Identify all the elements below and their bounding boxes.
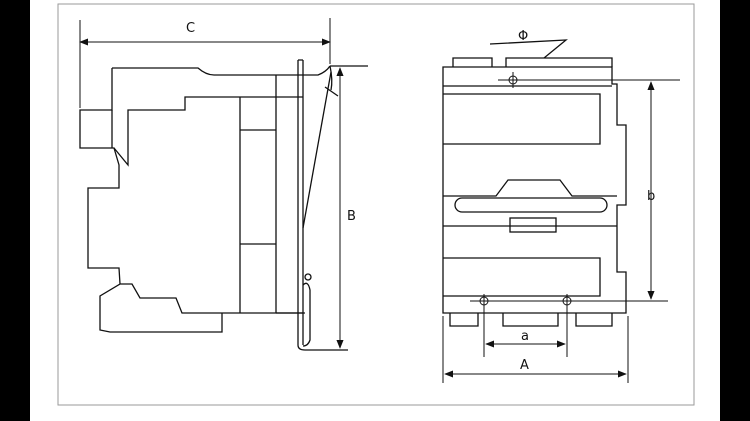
front-label-plate: [509, 217, 557, 233]
front-outline: [442, 66, 627, 314]
drawing-frame: C B b Φ: [30, 0, 720, 421]
front-view: [442, 39, 627, 327]
front-bands: [443, 85, 617, 297]
dim-b-front: [470, 79, 680, 302]
side-step-line: [111, 96, 276, 167]
label-a-large: A: [520, 358, 529, 373]
dim-a-small: [483, 308, 568, 357]
side-tip: [329, 65, 368, 91]
label-a-small: a: [521, 329, 529, 344]
border: [57, 3, 695, 406]
side-hook: [302, 282, 311, 347]
dim-a-large: [442, 316, 629, 383]
front-terminals: [449, 313, 613, 327]
side-plate: [297, 59, 348, 351]
front-lever: [489, 39, 568, 59]
dimension-drawing: C B b Φ: [57, 3, 695, 406]
dim-c: [79, 18, 331, 108]
front-top-cap: [452, 57, 613, 67]
side-body-outline: [79, 65, 331, 333]
label-b-upper: B: [347, 209, 356, 224]
side-view: [79, 59, 368, 351]
label-phi: Φ: [518, 29, 528, 44]
side-diagonal: [302, 71, 339, 229]
side-block-lines: [239, 75, 303, 314]
label-c: C: [186, 21, 195, 36]
front-holes: [479, 72, 572, 310]
front-slot: [454, 197, 608, 213]
label-b-lower: b: [647, 189, 655, 204]
side-hole: [304, 273, 312, 281]
